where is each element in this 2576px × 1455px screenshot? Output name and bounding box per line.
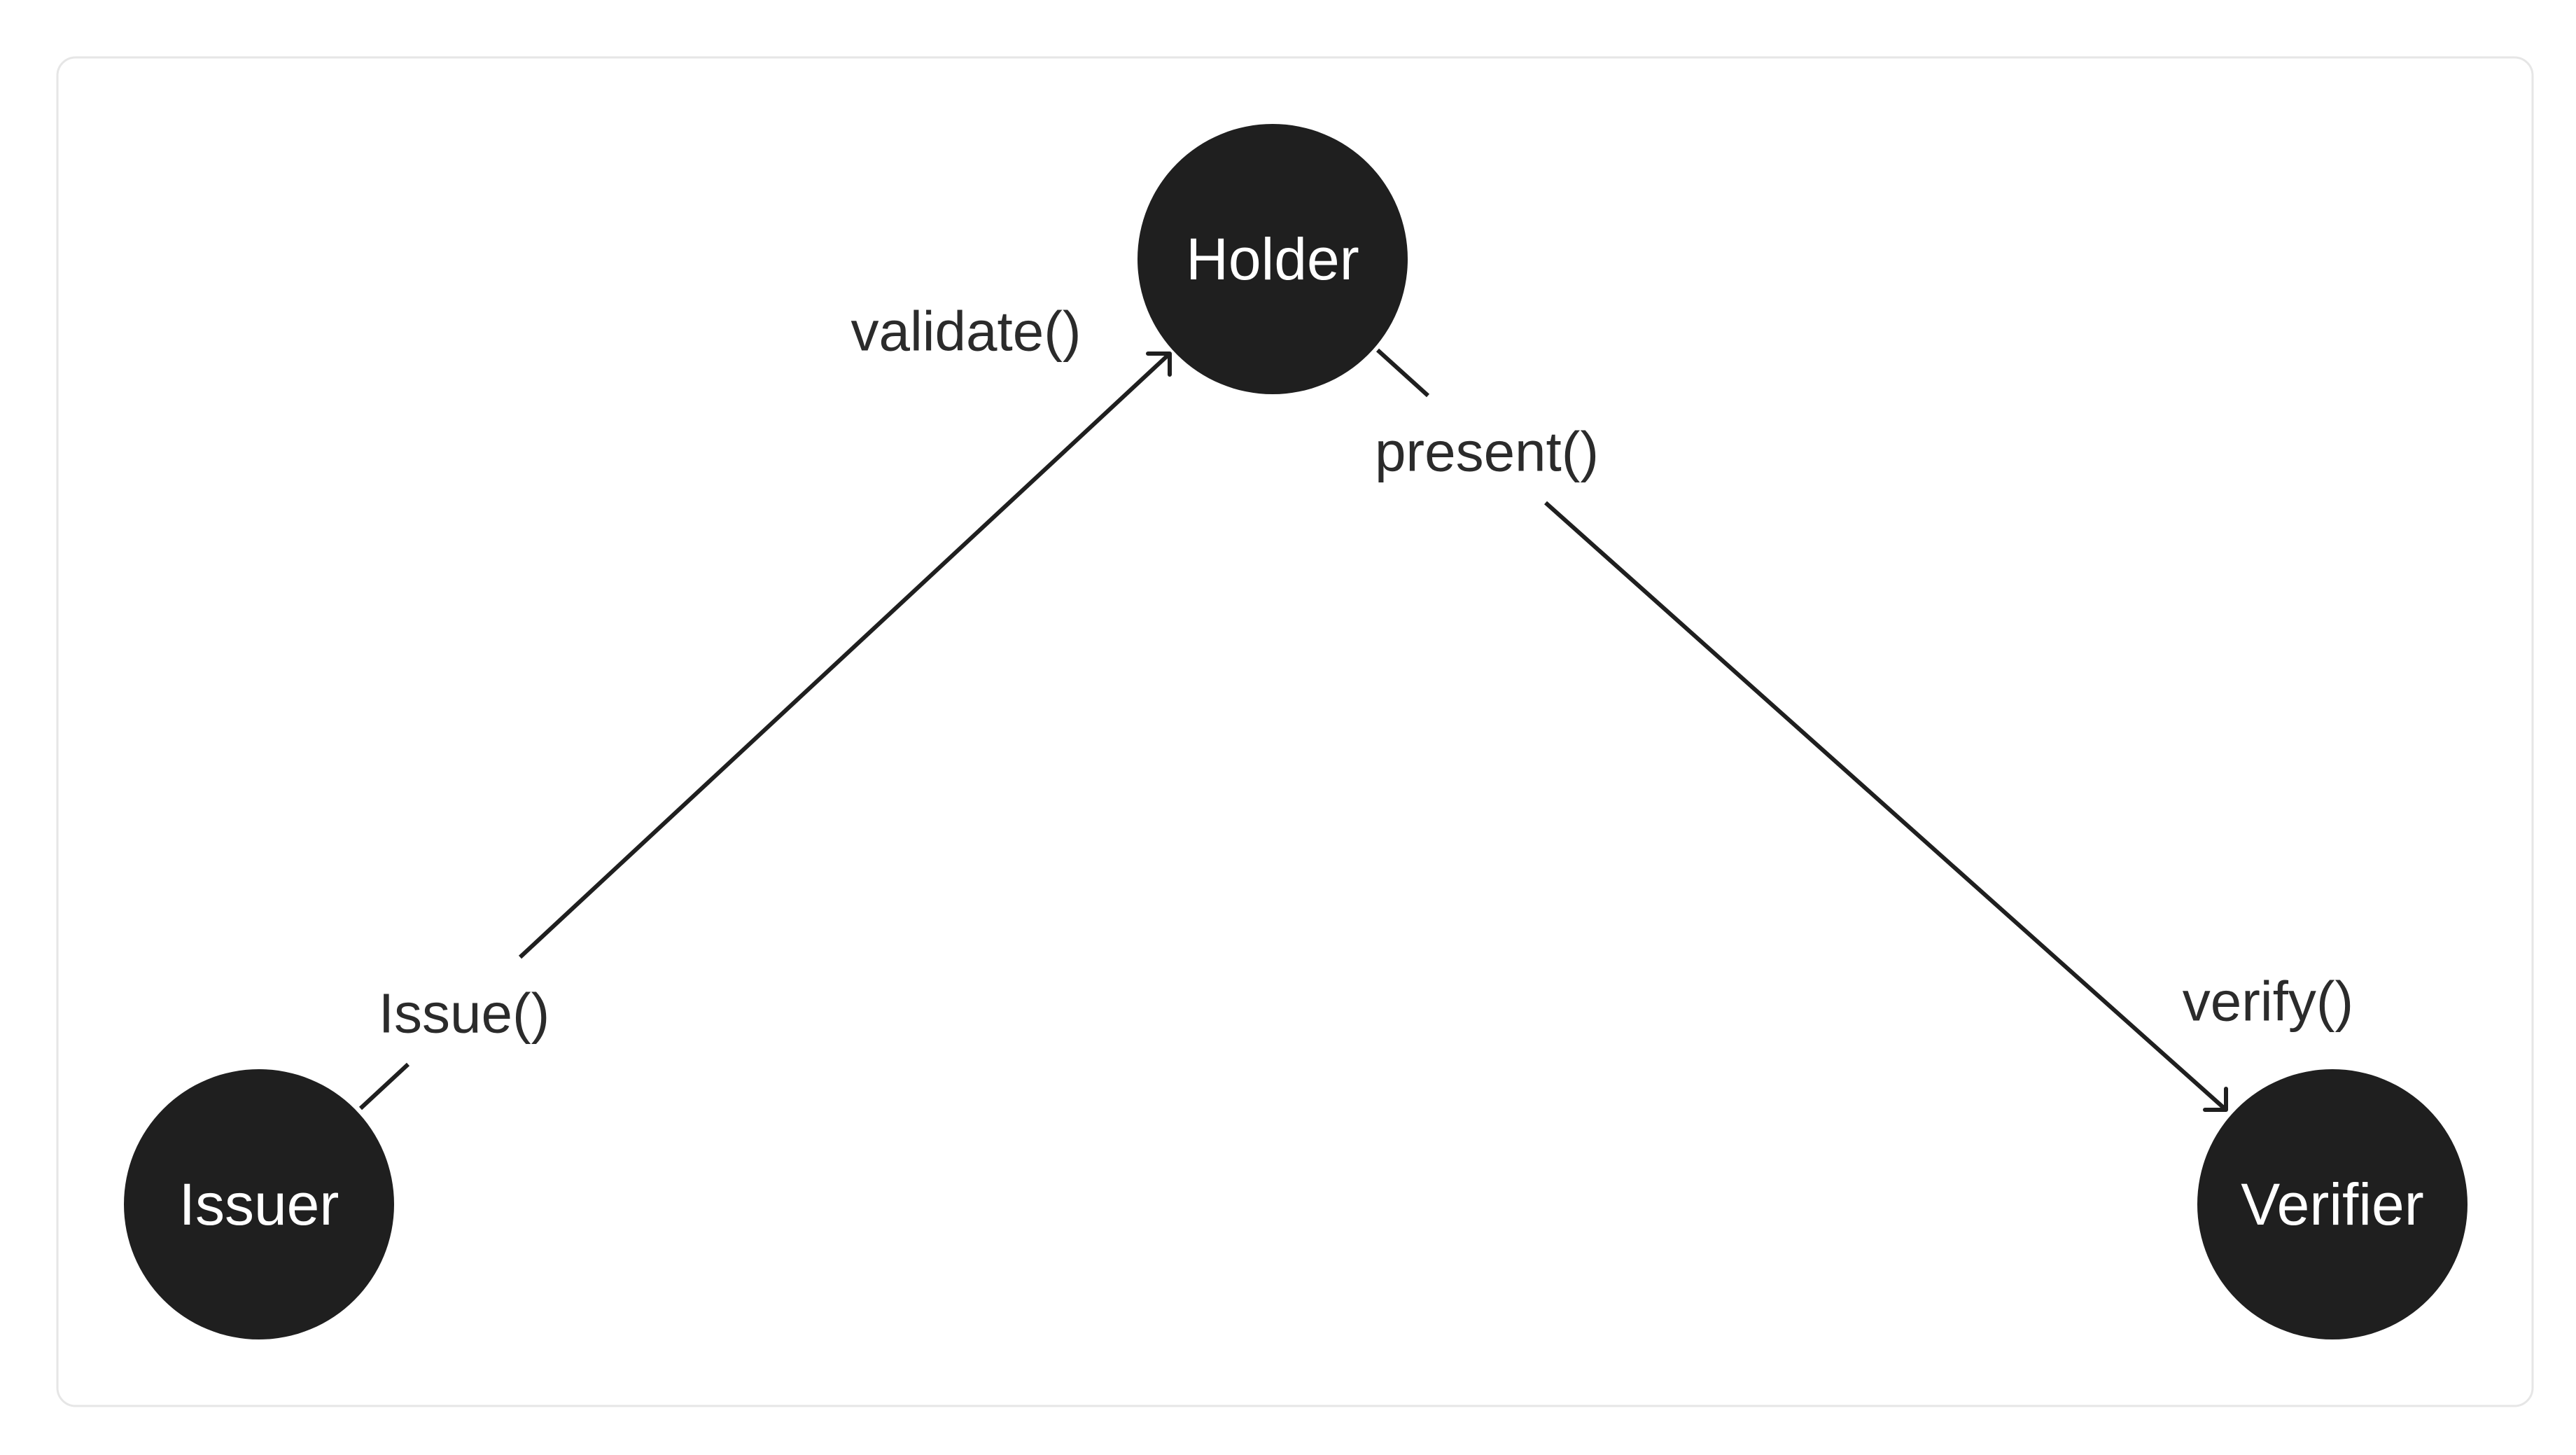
node-holder[interactable]: Holder — [1138, 124, 1408, 394]
node-holder-circle — [1138, 124, 1408, 394]
arrow-head-verifier — [2203, 1087, 2228, 1112]
node-verifier-circle — [2197, 1069, 2468, 1339]
diagram-frame — [56, 56, 2534, 1407]
edge-issuer-holder-segment-2 — [518, 351, 1172, 959]
node-issuer-label: Issuer — [179, 1171, 340, 1237]
node-verifier-label: Verifier — [2241, 1171, 2423, 1237]
edge-label-verify: verify() — [2183, 970, 2353, 1033]
edge-holder-to-verifier — [1376, 348, 2228, 1112]
node-holder-label: Holder — [1186, 226, 1359, 292]
edge-issuer-holder-segment-1 — [358, 1062, 410, 1111]
arrow-head-holder — [1146, 351, 1172, 377]
node-issuer[interactable]: Issuer — [124, 1069, 394, 1339]
node-verifier[interactable]: Verifier — [2197, 1069, 2468, 1339]
edge-holder-verifier-segment-1 — [1376, 348, 1430, 398]
edge-holder-verifier-segment-2 — [1544, 501, 2227, 1112]
edge-issuer-to-holder — [358, 351, 1172, 1111]
edge-label-present: present() — [1375, 421, 1599, 483]
node-issuer-circle — [124, 1069, 394, 1339]
edge-label-issue: Issue() — [379, 982, 550, 1045]
edge-label-validate: validate() — [850, 300, 1081, 363]
